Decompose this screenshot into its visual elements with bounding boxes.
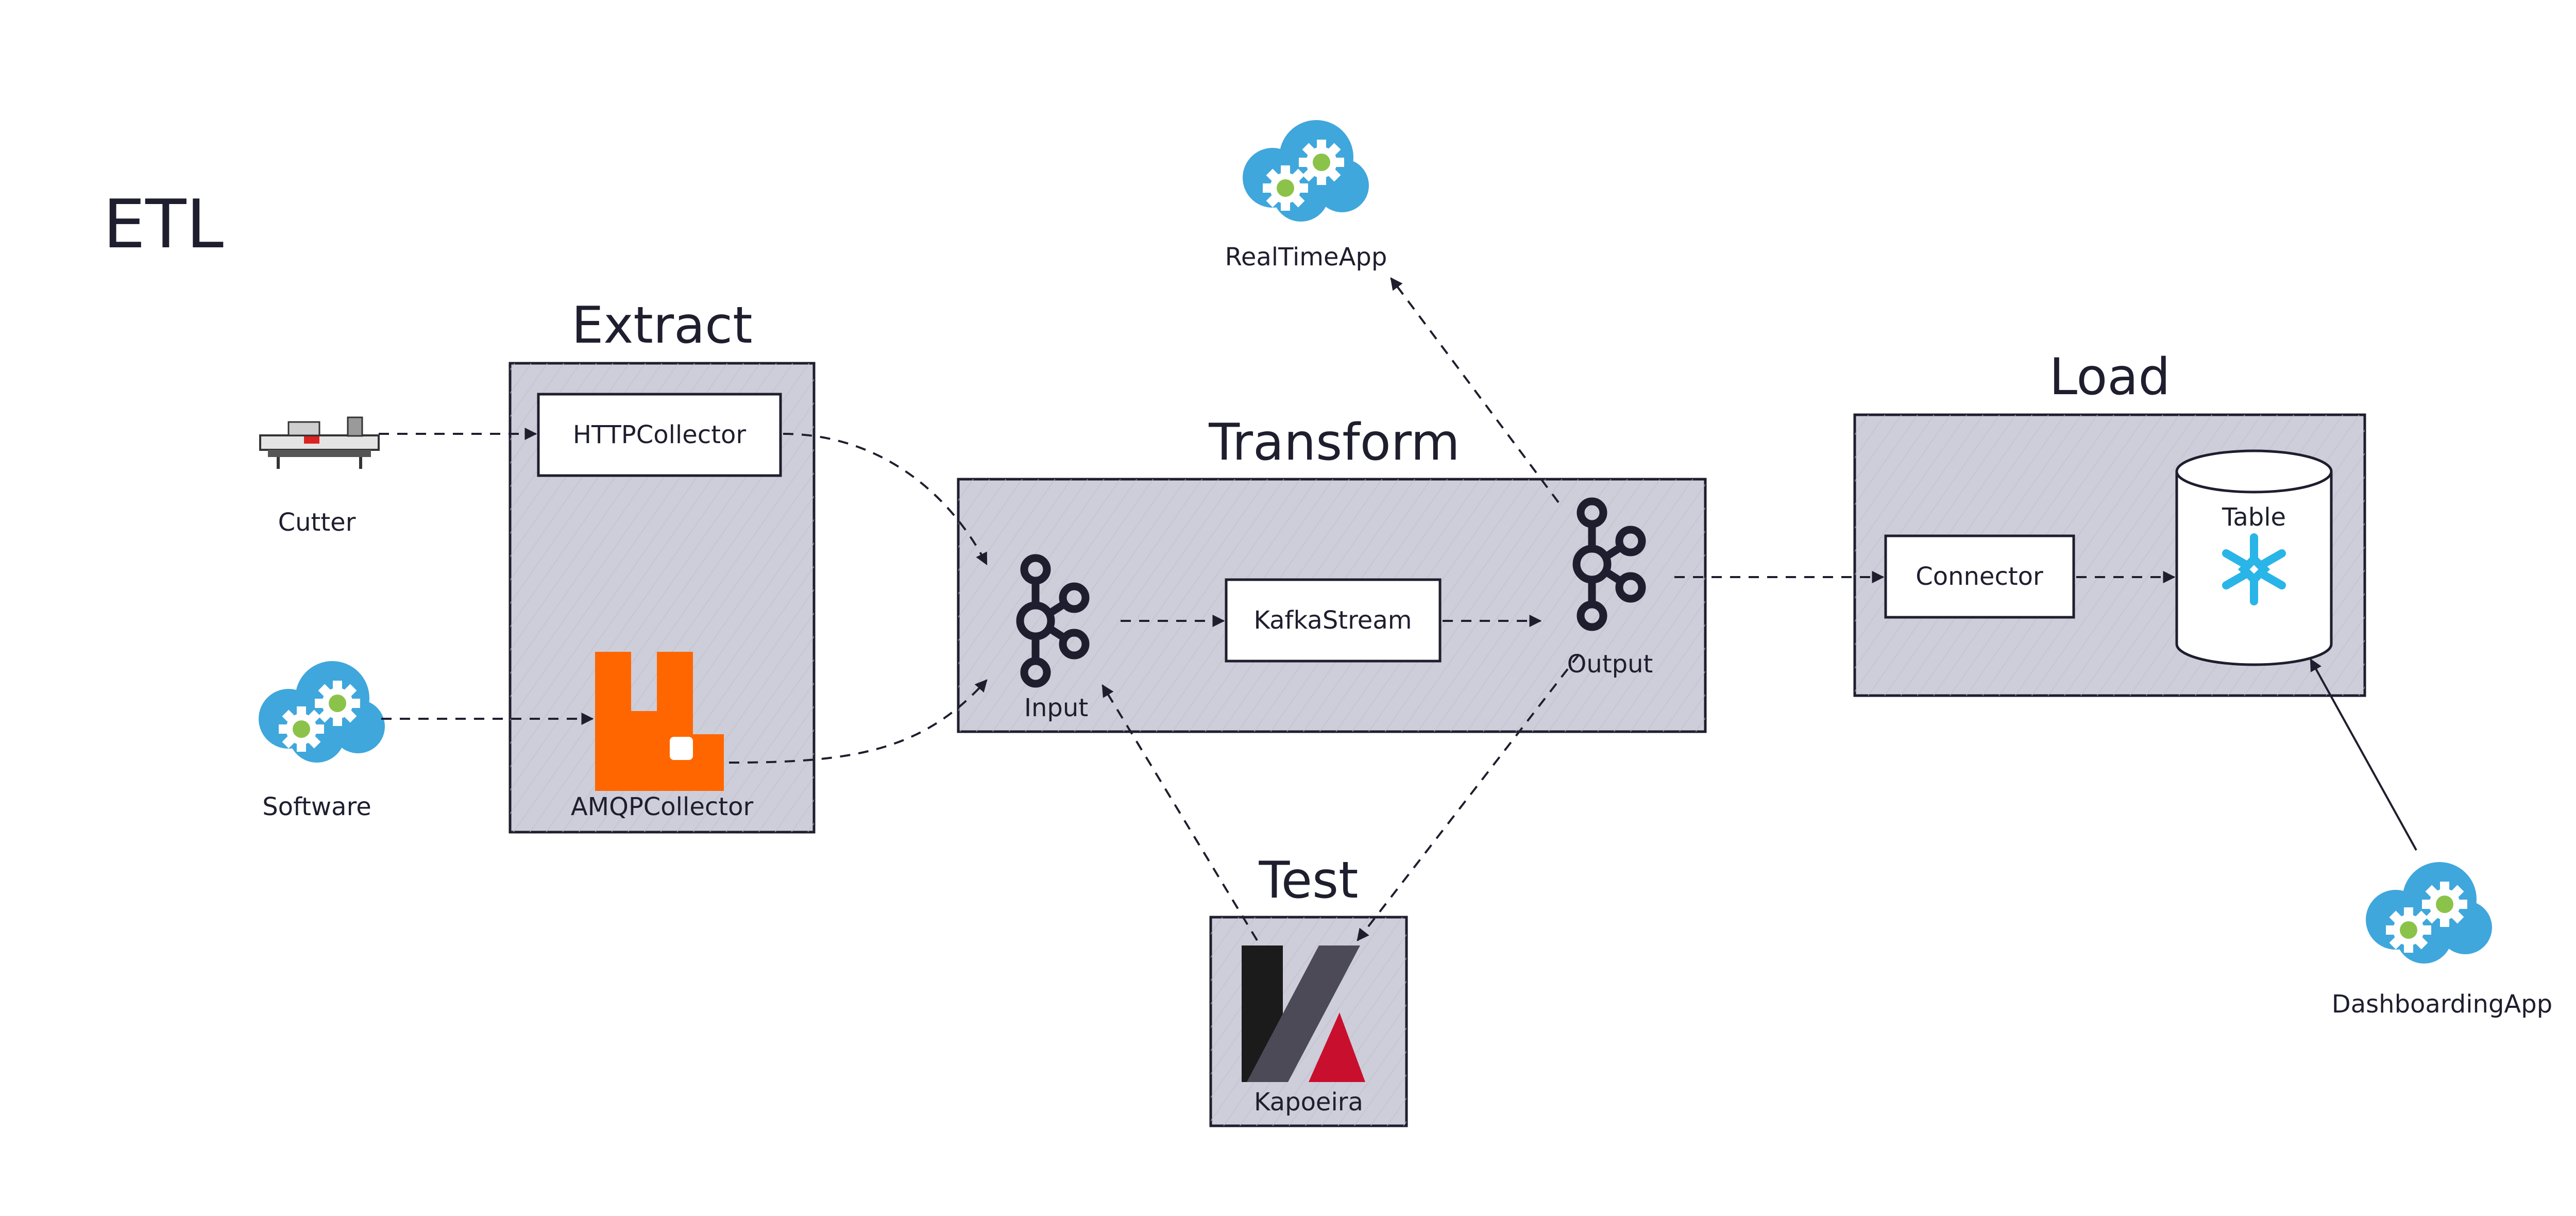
software-node: Software	[259, 661, 385, 821]
kapoeira-logo	[1242, 945, 1365, 1082]
table-label: Table	[2222, 503, 2286, 532]
arrow-dashboard-to-table	[2310, 658, 2417, 851]
snowflake-icon	[2222, 533, 2286, 605]
arrow-output-to-realtimeapp	[1390, 277, 1560, 503]
arrow-amqp-to-input	[728, 679, 988, 764]
amqpcollector-node: AMQPCollector	[571, 652, 754, 821]
transform-title: Transform	[1208, 413, 1460, 472]
cloud-gears-icon	[1243, 120, 1369, 222]
cutter-label: Cutter	[278, 508, 356, 537]
output-label: Output	[1567, 650, 1653, 679]
dashboardingapp-node: DashboardingApp	[2332, 862, 2552, 1019]
diagram-title: ETL	[103, 185, 224, 263]
cloud-gears-icon	[259, 661, 385, 763]
arrow-output-to-kapoeira	[1357, 653, 1580, 941]
rabbitmq-icon	[595, 652, 724, 791]
cutter-machine-icon	[259, 416, 380, 469]
kapoeira-label: Kapoeira	[1254, 1088, 1363, 1117]
connectors	[379, 277, 2417, 941]
input-node: Input	[1020, 558, 1088, 722]
cloud-gears-icon	[2366, 862, 2492, 964]
output-node: Output	[1567, 501, 1653, 679]
dashboardingapp-label: DashboardingApp	[2332, 990, 2552, 1019]
amqpcollector-label: AMQPCollector	[571, 792, 754, 821]
connector-label: Connector	[1916, 562, 2043, 591]
realtimeapp-label: RealTimeApp	[1225, 243, 1387, 272]
connector-node: Connector	[1884, 534, 2075, 619]
kafkastream-label: KafkaStream	[1254, 606, 1412, 635]
transform-group: Transform	[957, 413, 1707, 733]
table-node: Table	[2175, 449, 2333, 666]
arrow-kapoeira-to-input	[1101, 684, 1258, 941]
kapoeira-node: Kapoeira	[1242, 945, 1365, 1117]
httpcollector-label: HTTPCollector	[573, 420, 747, 449]
test-title: Test	[1259, 851, 1359, 910]
software-label: Software	[262, 792, 371, 821]
extract-title: Extract	[572, 296, 753, 355]
arrow-http-to-input	[783, 433, 988, 566]
kafkastream-node: KafkaStream	[1225, 578, 1442, 663]
realtimeapp-node: RealTimeApp	[1225, 120, 1387, 272]
httpcollector-node: HTTPCollector	[537, 393, 782, 477]
load-title: Load	[2049, 348, 2170, 407]
input-label: Input	[1024, 694, 1088, 722]
cutter-node: Cutter	[259, 416, 380, 537]
